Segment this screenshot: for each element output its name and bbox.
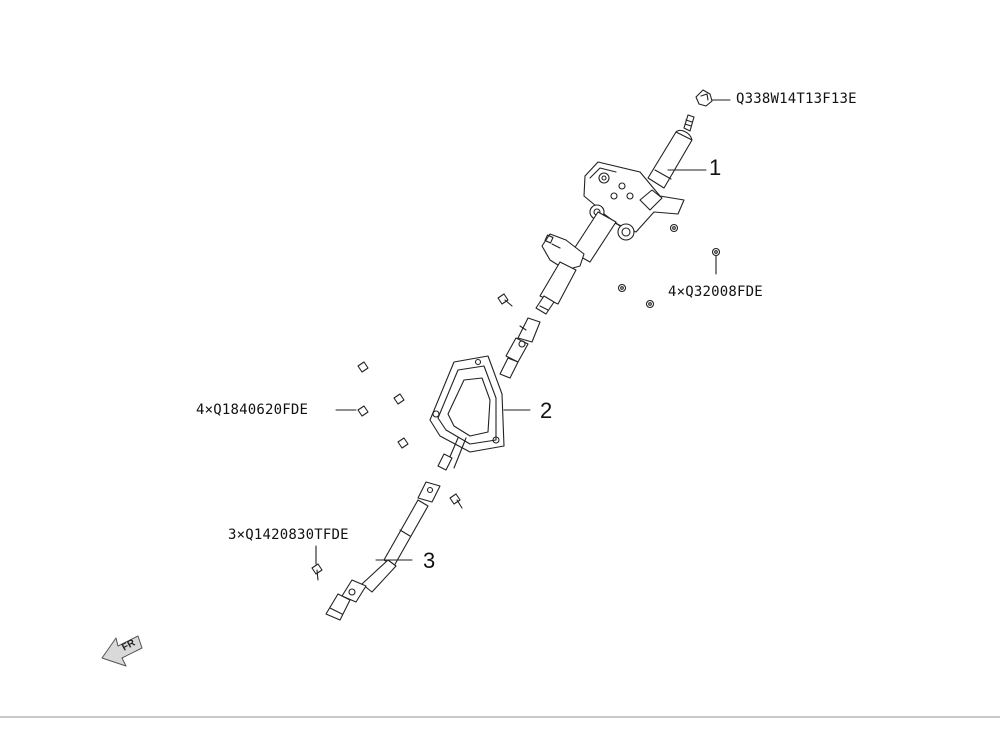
front-direction-arrow-icon	[101, 635, 143, 667]
bolt-callout-left-label: 4×Q1840620FDE	[196, 402, 309, 418]
upper-universal-joint	[499, 317, 541, 379]
item-1-label: 1	[709, 155, 722, 180]
bolt-callout-lower-label: 3×Q1420830TFDE	[228, 527, 349, 543]
bolts-left	[335, 361, 409, 449]
top-clip	[695, 89, 731, 107]
bottom-divider	[0, 716, 1000, 718]
bolt-lower	[311, 545, 323, 581]
nut-callout-label: 4×Q32008FDE	[668, 284, 763, 300]
bolt-upper	[497, 293, 513, 307]
nuts	[617, 223, 721, 309]
item-3-label: 3	[423, 548, 436, 573]
item-2-label: 2	[540, 398, 553, 423]
bolt-middle	[449, 493, 463, 509]
intermediate-shaft	[325, 481, 441, 621]
steering-boot-cover	[429, 355, 531, 471]
upper-steering-column	[535, 114, 707, 315]
top-part-number-label: Q338W14T13F13E	[736, 91, 857, 107]
